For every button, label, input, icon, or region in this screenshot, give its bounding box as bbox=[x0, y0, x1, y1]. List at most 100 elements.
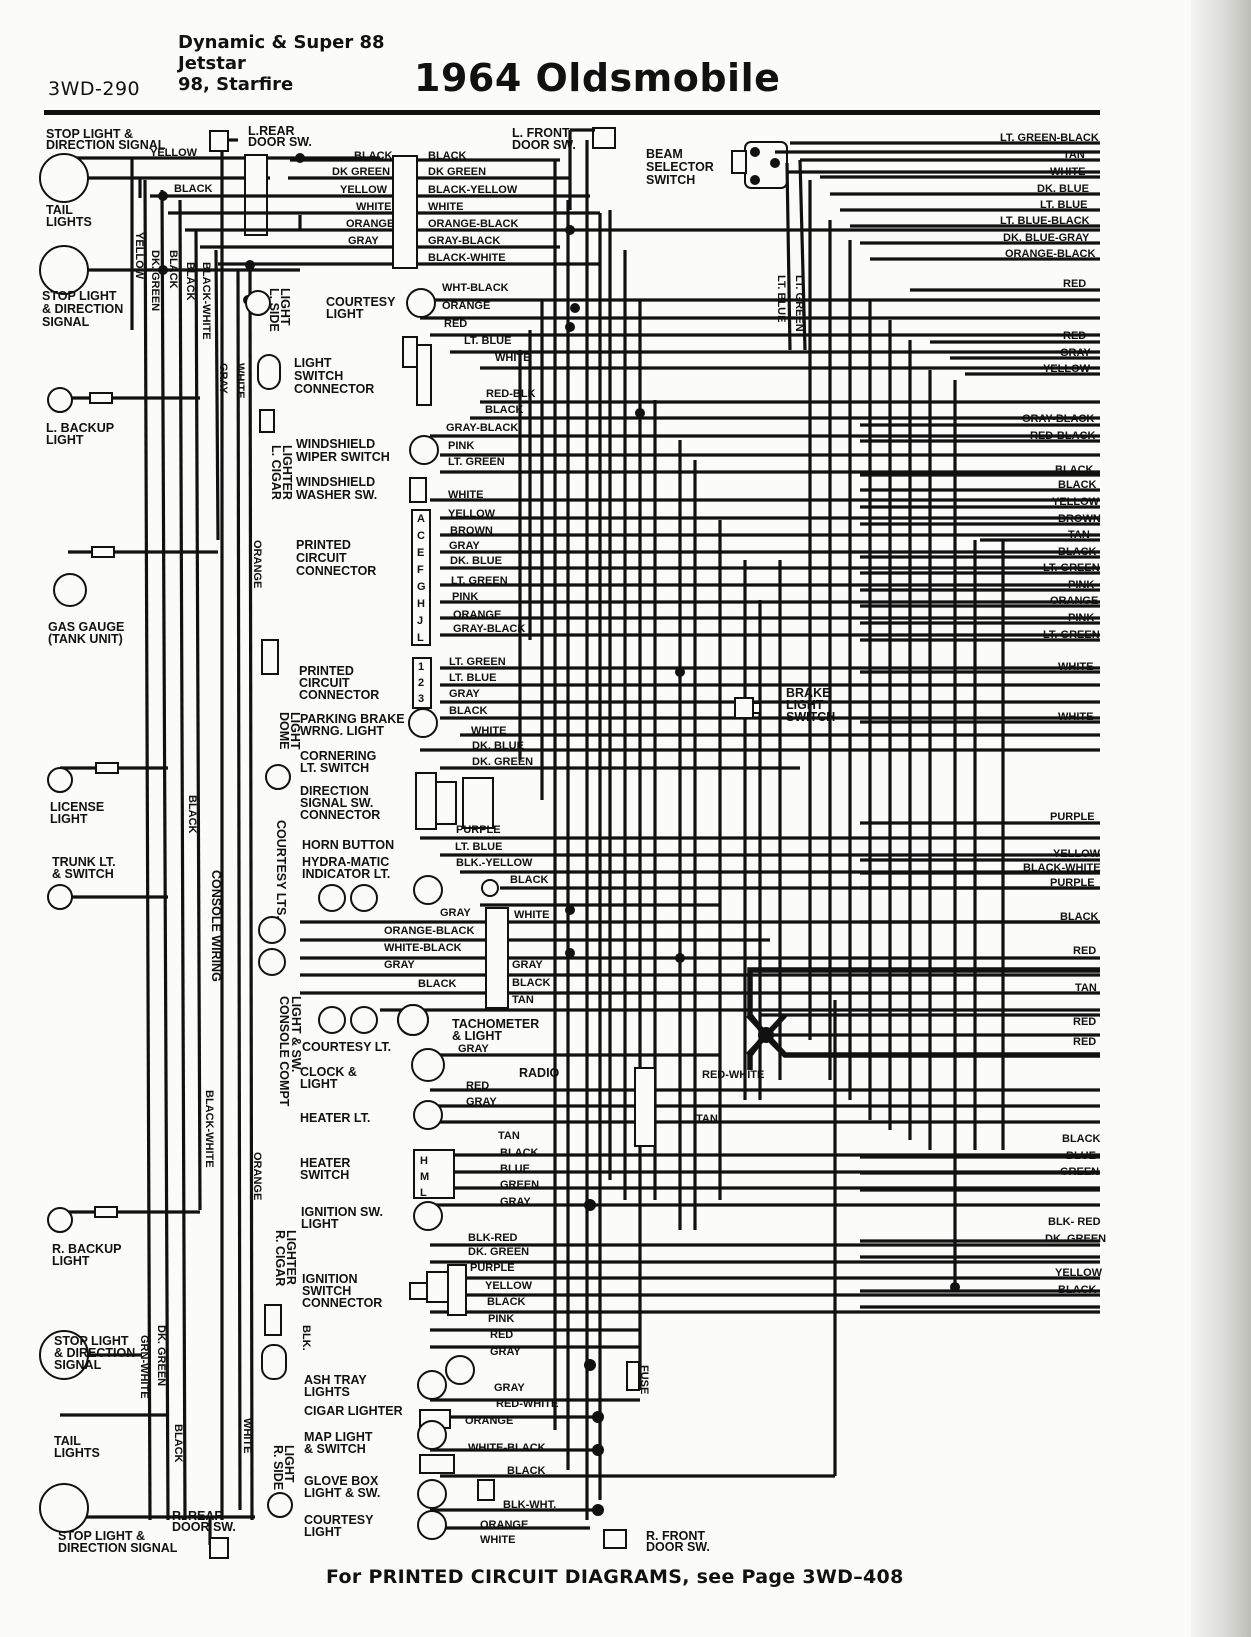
wire-label: BLACK bbox=[510, 874, 549, 886]
label-bottom-stop-light: STOP LIGHT &DIRECTION SIGNAL bbox=[58, 1529, 178, 1555]
wire-label: ORANGE bbox=[442, 300, 490, 312]
wire-label: GRAY bbox=[348, 235, 379, 247]
wire-label: BLK-WHT. bbox=[503, 1499, 556, 1511]
label-console-wiring: CONSOLE WIRING bbox=[209, 870, 223, 982]
wire-label: RED-BLACK bbox=[1030, 430, 1095, 442]
wire-label: BLACK bbox=[507, 1465, 546, 1477]
wire-label: GRAY bbox=[500, 1196, 531, 1208]
wire-label: BLUE bbox=[500, 1163, 530, 1175]
model-line: Dynamic & Super 88 bbox=[178, 32, 385, 53]
center-rows bbox=[300, 298, 1100, 1530]
wire-labels-left-vertical: YELLOW DK. GREEN BLACK BLACK BLACK-WHITE… bbox=[133, 232, 805, 1463]
wire-label: WHITE bbox=[1058, 711, 1093, 723]
wire-label: BLACK bbox=[186, 795, 198, 834]
label-r-cigar-lighter: R. CIGARLIGHTER bbox=[273, 1230, 298, 1286]
pin-l: L bbox=[417, 632, 424, 644]
wire-label: PINK bbox=[488, 1313, 514, 1325]
wire-label: RED bbox=[444, 318, 467, 330]
wire-label: LT. BLUE bbox=[775, 275, 787, 322]
model-list: Dynamic & Super 88 Jetstar 98, Starfire bbox=[178, 32, 385, 95]
pin-3: 3 bbox=[418, 693, 424, 705]
left-trunk-wires bbox=[60, 140, 380, 1545]
wire-label: BLACK bbox=[449, 705, 488, 717]
wire-label: DK GREEN bbox=[428, 166, 486, 178]
wire-label: ORANGE bbox=[465, 1415, 513, 1427]
wire-label: GREEN bbox=[1060, 1166, 1099, 1178]
pin-g: G bbox=[417, 581, 426, 593]
wire-label: BLACK bbox=[172, 1424, 184, 1463]
wire-label: PURPLE bbox=[1050, 877, 1095, 889]
label-clock-light: CLOCK &LIGHT bbox=[300, 1065, 357, 1091]
header-rule bbox=[44, 110, 1100, 115]
wire-label: TAN bbox=[1068, 529, 1090, 541]
wire-label: GRN-WHITE bbox=[138, 1335, 150, 1399]
wire-label: WHITE bbox=[448, 489, 483, 501]
wire-label: BLACK bbox=[1055, 464, 1094, 476]
wire-label: BLACK bbox=[167, 250, 179, 289]
wire-label: YELLOW bbox=[485, 1280, 533, 1292]
wire-label: LT. BLUE bbox=[449, 672, 496, 684]
label-courtesy-lt: COURTESY LT. bbox=[302, 1040, 391, 1054]
wire-label: PINK bbox=[1068, 612, 1094, 624]
footer-note: For PRINTED CIRCUIT DIAGRAMS, see Page 3… bbox=[326, 1566, 904, 1588]
pin-f: F bbox=[417, 564, 424, 576]
label-l-cigar-lighter: L. CIGARLIGHTER bbox=[269, 445, 294, 500]
wire-label: TAN bbox=[1063, 149, 1085, 161]
wire-label: RED-BLK bbox=[486, 388, 536, 400]
wire-label: ORANGE-BLACK bbox=[428, 218, 518, 230]
pin-c: C bbox=[417, 530, 425, 542]
wire-label: GRAY-BLACK bbox=[453, 623, 525, 635]
wire-label: DK GREEN bbox=[332, 166, 390, 178]
wire-label: GRAY bbox=[490, 1346, 521, 1358]
wire-label: TAN bbox=[498, 1130, 520, 1142]
wire-label: DK. GREEN bbox=[468, 1246, 529, 1258]
label-fuse: FUSE bbox=[638, 1365, 650, 1394]
wire-label: BLACK-WHITE bbox=[203, 1090, 215, 1168]
wire-label: WHITE-BLACK bbox=[384, 942, 462, 954]
wire-label: YELLOW bbox=[133, 232, 145, 280]
wire-label: WHT-BLACK bbox=[442, 282, 509, 294]
wire-label: ORANGE bbox=[251, 540, 263, 588]
wire-label: PURPLE bbox=[456, 824, 501, 836]
wire-label: GRAY bbox=[458, 1043, 489, 1055]
heater-pos-l: L bbox=[420, 1187, 427, 1199]
model-line: Jetstar bbox=[178, 53, 246, 74]
right-harness bbox=[734, 697, 1100, 1070]
wire-label: GRAY bbox=[384, 959, 415, 971]
wire-label: RED bbox=[490, 1329, 513, 1341]
wire-label: RED bbox=[1073, 945, 1096, 957]
wire-label: GRAY bbox=[466, 1096, 497, 1108]
wire-label: LT. GREEN-BLACK bbox=[1000, 132, 1099, 144]
pin-2: 2 bbox=[418, 677, 424, 689]
label-trunk-light: TRUNK LT.& SWITCH bbox=[52, 855, 116, 881]
page-code: 3WD-290 bbox=[48, 78, 141, 100]
wire-label: WHITE bbox=[471, 725, 506, 737]
label-dome-light: DOMELIGHT bbox=[277, 712, 302, 750]
wire-label: ORANGE bbox=[480, 1519, 528, 1531]
wire-label: BLK.-YELLOW bbox=[456, 857, 533, 869]
pin-1: 1 bbox=[418, 661, 424, 673]
model-line: 98, Starfire bbox=[178, 74, 294, 95]
wire-label: RED-WHITE bbox=[702, 1069, 764, 1081]
label-r-side-light: R. SIDELIGHT bbox=[271, 1445, 296, 1490]
wire-label: WHITE bbox=[495, 352, 530, 364]
wire-label: GRAY bbox=[1060, 347, 1091, 359]
